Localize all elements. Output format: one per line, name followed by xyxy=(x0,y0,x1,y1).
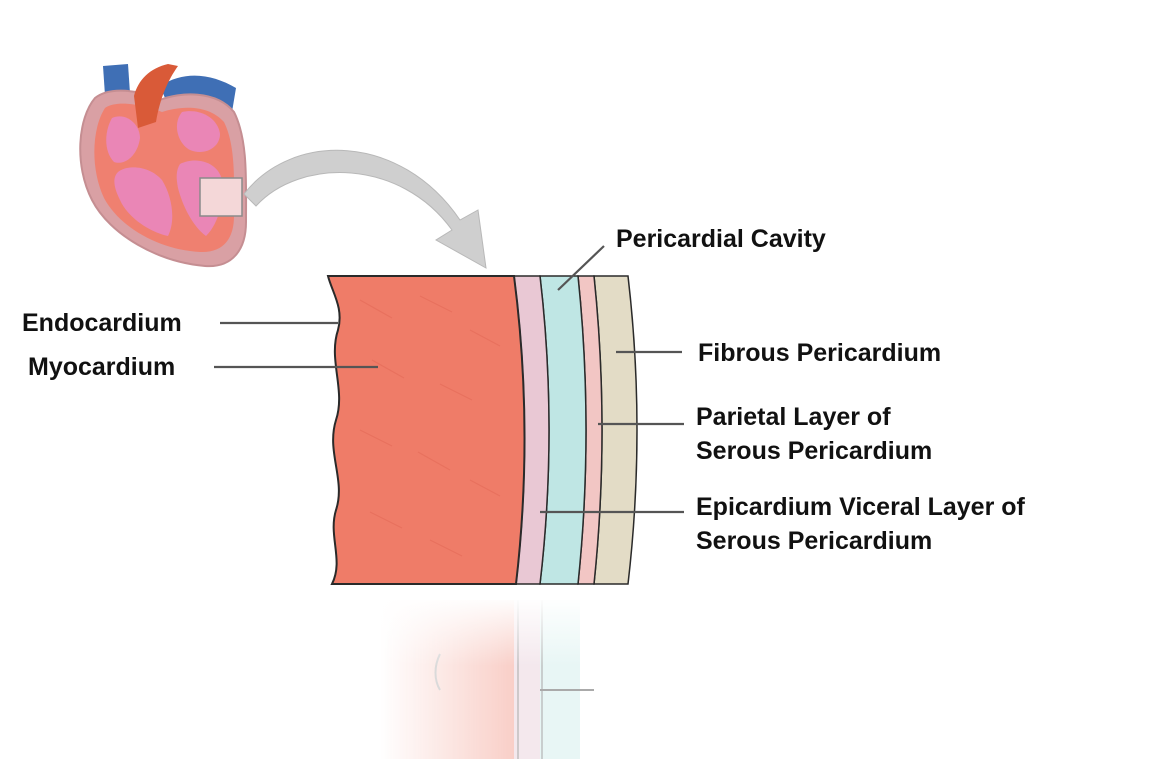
myocardium-label: Myocardium xyxy=(28,350,175,384)
parietal-layer-text-line2: Serous Pericardium xyxy=(696,437,933,465)
epicardium-text-line2: Serous Pericardium xyxy=(696,527,933,555)
endocardium-text: Endocardium xyxy=(22,309,182,337)
leader-lines xyxy=(214,245,684,514)
myocardium-text: Myocardium xyxy=(28,353,176,381)
pericardial-cavity-text: Pericardial Cavity xyxy=(616,225,826,253)
zoom-arrow xyxy=(243,149,487,269)
muscle-texture xyxy=(359,295,501,557)
parietal-layer-label: Parietal Layer of Serous Pericardium xyxy=(696,400,932,468)
right-atrium xyxy=(106,116,140,163)
epicardium-label: Epicardium Viceral Layer of Serous Peric… xyxy=(696,490,1025,558)
fibrous-pericardium-text: Fibrous Pericardium xyxy=(698,339,942,367)
heart-illustration xyxy=(79,64,248,268)
left-atrium xyxy=(176,111,220,153)
endocardium-label: Endocardium xyxy=(22,306,182,340)
right-ventricle xyxy=(114,167,173,236)
reflection-fade xyxy=(360,596,640,666)
parietal-layer-text-line1: Parietal Layer of xyxy=(696,403,891,431)
selection-box xyxy=(199,177,243,217)
pericardial-cavity-leader xyxy=(557,245,605,291)
pericardial-cavity-label: Pericardial Cavity xyxy=(616,222,826,256)
myocardium-block xyxy=(326,275,526,585)
wall-cross-section xyxy=(326,275,638,585)
fibrous-pericardium-label: Fibrous Pericardium xyxy=(698,336,941,370)
aorta xyxy=(134,64,178,128)
epicardium-text-line1: Epicardium Viceral Layer of xyxy=(696,493,1025,521)
